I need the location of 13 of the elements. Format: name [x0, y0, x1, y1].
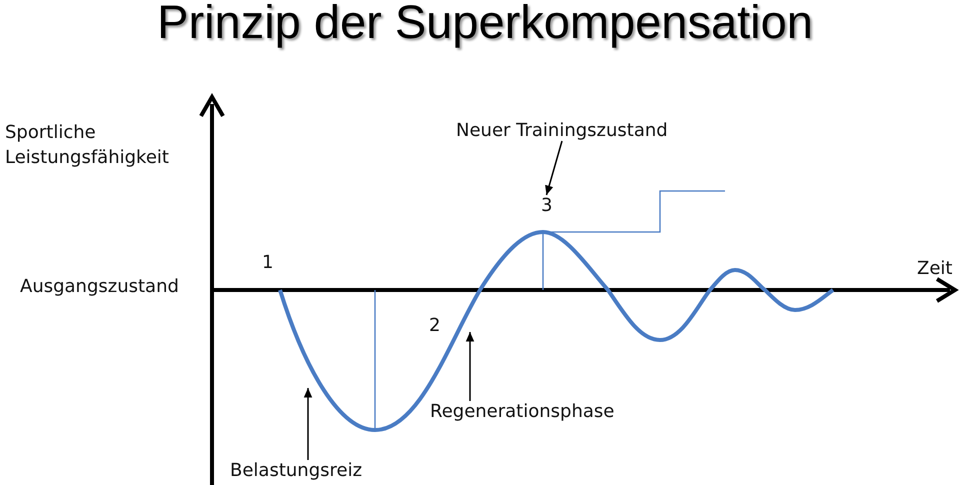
- axis-label: Zeit: [917, 257, 952, 281]
- axis-label: Sportliche Leistungsfähigkeit: [5, 121, 170, 170]
- axis-label: Ausgangszustand: [20, 275, 179, 299]
- leader-arrow: [466, 332, 474, 401]
- annotation-text: Neuer Trainingszustand: [456, 118, 668, 144]
- annotation-text: Regenerationsphase: [430, 399, 614, 424]
- leader-arrow: [545, 140, 563, 196]
- title: Prinzip der Superkompensation: [156, 0, 814, 49]
- annotation-text: 3: [541, 193, 552, 218]
- leader-arrow: [304, 388, 312, 460]
- axis-label: 1: [262, 251, 274, 275]
- axis-label: 2: [429, 314, 440, 338]
- annotation-text: Belastungsreiz: [230, 458, 362, 484]
